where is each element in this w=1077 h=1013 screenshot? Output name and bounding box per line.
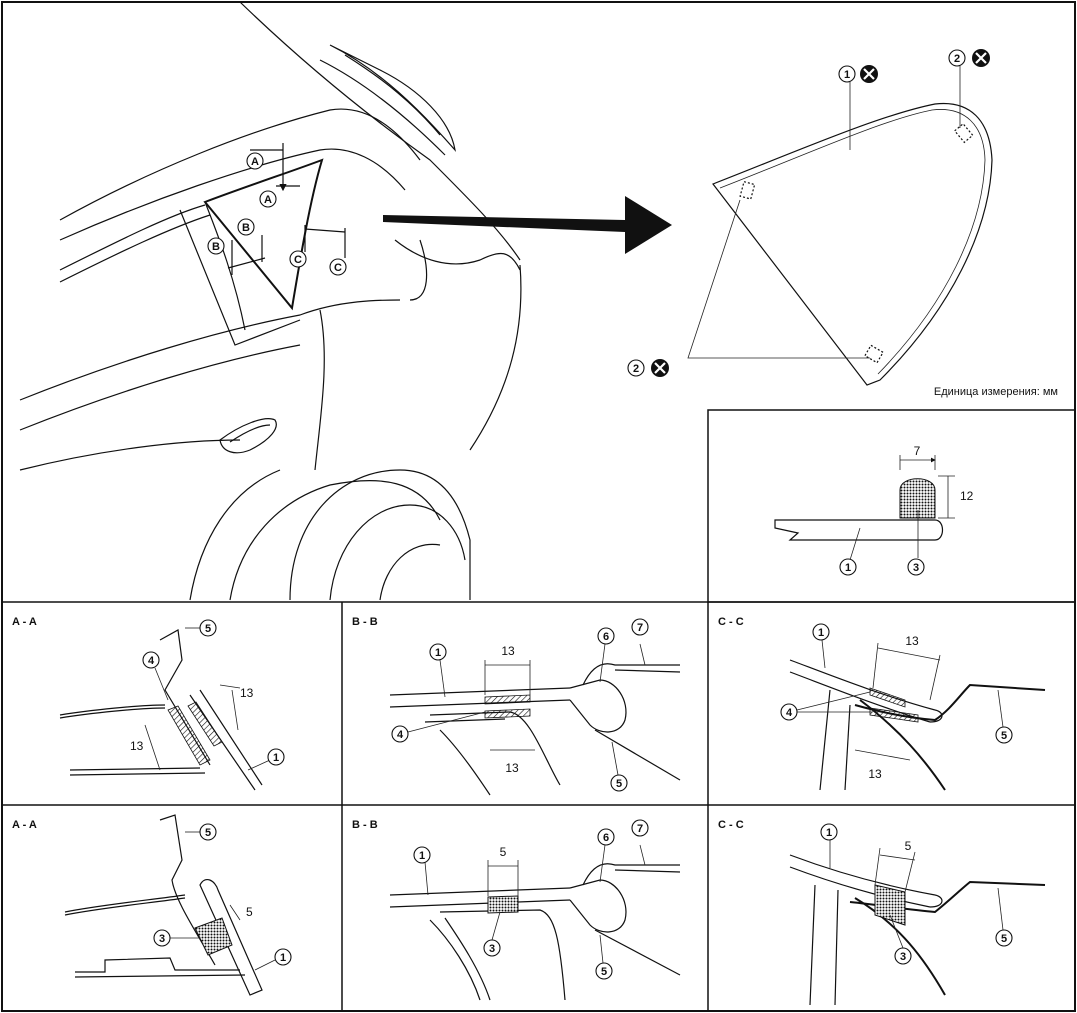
aa-top-part-5: 5 [205,623,211,635]
cc-top-part-1: 1 [818,627,824,639]
bb-top-dim2: 13 [505,761,519,775]
section-cc-bottom: C - C 5 1 3 5 [718,819,1046,1006]
aa-top-part-1: 1 [273,752,279,764]
bb-top-part-4: 4 [397,729,404,741]
aa-bottom-part-5: 5 [205,827,211,839]
callout-b-left [207,237,225,255]
callout-b-top [237,218,255,236]
detail-part-3: 3 [913,562,919,574]
callout-c-left [289,250,307,268]
section-cc-bottom-title: C - C [718,819,744,831]
detail-width: 7 [914,444,921,458]
callout-c-right [329,258,347,276]
detail-box [707,409,1076,603]
callout-a-bottom-label: A [264,194,272,206]
section-aa-bottom-title: A - A [12,819,37,831]
callout-b-top-label: B [242,222,250,234]
aa-bottom-part-3: 3 [159,933,165,945]
section-aa-top-title: A - A [12,616,37,628]
bb-bottom-part-3: 3 [489,943,495,955]
callout-c-right-label: C [334,262,342,274]
section-bb-bottom-title: B - B [352,819,378,831]
bb-top-part-6: 6 [603,631,609,643]
callout-a-top [246,152,264,170]
bb-bottom-part-1: 1 [419,850,425,862]
bb-bottom-part-7: 7 [637,823,643,835]
callout-b-left-label: B [212,241,220,253]
car-overview: A A B B C C [19,1,522,601]
section-aa-top: A - A 13 13 4 5 1 [12,616,285,791]
aa-top-part-4: 4 [148,655,155,667]
bb-bottom-part-5: 5 [601,966,607,978]
bb-top-part-5: 5 [616,778,622,790]
callout-a-top-label: A [251,156,259,168]
callout-c-left-label: C [294,254,302,266]
section-bb-bottom: B - B 5 1 3 6 7 5 [352,819,681,1001]
aa-bottom-dim: 5 [246,905,253,919]
bb-top-part-1: 1 [435,647,441,659]
cc-top-part-4: 4 [786,707,793,719]
bb-top-dim1: 13 [501,644,515,658]
detail-part-1: 1 [845,562,851,574]
section-cc-top-title: C - C [718,616,744,628]
section-aa-bottom: A - A 5 3 5 1 [12,814,292,996]
callout-b-group: B B [207,218,266,275]
glass-part-2-top: 2 [954,53,960,65]
aa-top-dim1: 13 [240,686,254,700]
cc-top-dim1: 13 [905,634,919,648]
callout-c-group: C C [289,225,347,276]
cc-bottom-part-1: 1 [826,827,832,839]
cc-bottom-part-5: 5 [1001,933,1007,945]
glass-panel: 1 2 2 Единица измерения: мм [627,49,1058,398]
detail-height: 12 [960,489,974,503]
section-bb-top-title: B - B [352,616,378,628]
adhesive-bead-detail: 7 12 1 3 [774,444,974,576]
pointer-arrow-icon [383,196,672,254]
section-grid [2,409,1076,1011]
glass-part-2-left: 2 [633,363,639,375]
bb-bottom-dim: 5 [500,845,507,859]
aa-bottom-part-1: 1 [280,952,286,964]
section-cc-top: C - C 13 13 1 4 5 [718,616,1046,791]
callout-a-group: A A [246,143,300,208]
cc-top-dim2: 13 [868,767,882,781]
cc-top-part-5: 5 [1001,730,1007,742]
cc-bottom-part-3: 3 [900,951,906,963]
bb-bottom-part-6: 6 [603,832,609,844]
glass-part-1: 1 [844,69,850,81]
bb-top-part-7: 7 [637,622,643,634]
section-bb-top: B - B 13 13 1 4 6 7 5 [352,616,681,796]
cc-bottom-dim: 5 [905,839,912,853]
unit-note: Единица измерения: мм [934,386,1058,398]
aa-top-dim2: 13 [130,739,144,753]
callout-a-bottom [259,190,277,208]
